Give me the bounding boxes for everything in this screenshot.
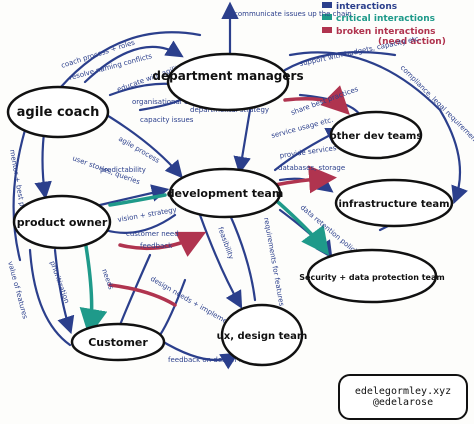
label-org-change: organisational change — [132, 98, 210, 106]
label-prioritization: prioritization — [48, 260, 71, 304]
label-vision-strategy: vision + strategy — [117, 206, 177, 224]
label-feedback-design: feedback on design issues — [168, 356, 261, 364]
edge-managers-dev — [233, 108, 252, 175]
legend-label-interactions: interactions — [336, 2, 397, 12]
node-security-team: Security + data protection team — [299, 248, 445, 304]
edge-customer-feedback — [158, 278, 187, 337]
edge-po-dev — [98, 184, 170, 207]
node-infrastructure-team-label: infrastructure team — [338, 199, 449, 210]
label-feedback: feedback — [140, 242, 173, 250]
label-predictability: predictability — [100, 166, 146, 174]
edge-coach-org — [138, 98, 182, 112]
legend-swatch-critical — [322, 14, 332, 20]
label-feasibility: feasibility — [216, 226, 235, 261]
credit-box: edelegormley.xyz @edelarose — [338, 374, 468, 420]
edge-broken-managers-otherteams — [283, 85, 350, 115]
node-ux-team-label: ux, design team — [217, 331, 308, 342]
legend-label-broken: broken interactions — [336, 27, 436, 37]
legend-label-critical: critical interactions — [336, 14, 435, 24]
node-security-team-label: Security + data protection team — [299, 273, 444, 282]
edge-coach-process — [58, 31, 202, 90]
node-infrastructure-team: infrastructure team — [334, 178, 454, 228]
edge-broken-po-dev — [118, 231, 207, 257]
legend: interactions critical interactions broke… — [322, 2, 446, 47]
legend-swatch-broken — [322, 27, 332, 33]
node-development-team-label: development team — [167, 187, 284, 200]
credit-site: edelegormley.xyz — [354, 386, 452, 397]
label-best-practices: share best practices — [290, 85, 360, 117]
label-capacity-issues: capacity issues — [140, 116, 194, 124]
edge-broken-dev-infra — [273, 165, 337, 194]
node-department-managers: department managers — [152, 52, 304, 112]
label-requirements: requirements for features — [262, 217, 286, 307]
edge-po-customer-outer — [28, 248, 72, 347]
label-customer-need: customer need — [126, 230, 179, 238]
edge-po-dev-vision — [103, 213, 177, 234]
node-other-dev-teams-label: other dev teams — [330, 131, 423, 142]
edges-broken — [108, 85, 350, 307]
label-service-usage: service usage etc. — [270, 116, 334, 140]
label-support-budgets: support with budgets, capacity etc. — [299, 34, 422, 68]
credit-handle: @edelarose — [372, 397, 434, 408]
node-ux-team: ux, design team — [217, 303, 308, 367]
node-department-managers-text: department managers — [152, 69, 303, 83]
edge-coach-po-outer — [12, 128, 27, 262]
node-agile-coach-label: agile coach — [17, 105, 100, 120]
edge-managers-budget — [283, 51, 397, 72]
edge-coach-managers — [83, 40, 184, 84]
edge-po-customer-feedback — [118, 253, 152, 327]
edge-dev-ux-2 — [228, 213, 257, 302]
legend-swatch-interactions — [322, 2, 332, 8]
edge-managers-compliance — [288, 51, 468, 205]
edge-customer-ux — [158, 338, 239, 370]
edge-po-customer — [53, 248, 75, 335]
node-agile-coach: agile coach — [6, 85, 110, 139]
node-department-managers-label: department managers — [152, 69, 303, 83]
legend-note: (need action) — [378, 37, 446, 47]
node-customer-label: Customer — [88, 336, 148, 349]
label-values: value of features — [6, 260, 29, 320]
label-communicate-up: communicate issues up the chain — [234, 10, 352, 18]
edge-critical-po-dev — [108, 193, 167, 207]
edge-broken-customer-po — [108, 283, 177, 307]
node-development-team: development team — [167, 167, 284, 219]
node-customer: Customer — [70, 322, 166, 362]
node-other-dev-teams: other dev teams — [330, 110, 423, 160]
label-needs: needs — [100, 268, 115, 291]
node-product-owner: product owner — [12, 194, 112, 250]
label-databases: databases, storage — [278, 164, 345, 172]
edge-critical-po-customer — [79, 238, 108, 337]
edge-dev-ux — [198, 213, 243, 309]
node-product-owner-label: product owner — [17, 216, 108, 229]
